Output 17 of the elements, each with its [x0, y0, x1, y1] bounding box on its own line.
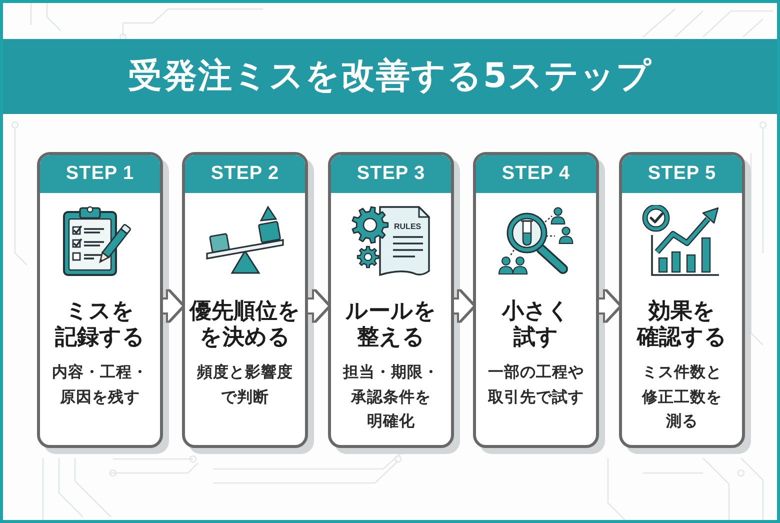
- step-header: STEP 4: [476, 155, 596, 193]
- step-header: STEP 1: [40, 155, 160, 193]
- step-title: 優先順位をを決める: [190, 299, 300, 351]
- step-description: 頻度と影響度で判断: [197, 362, 293, 408]
- step-description: ミス件数と修正工数を測る: [642, 362, 722, 432]
- step-header: STEP 5: [622, 155, 742, 193]
- diagram-title: 受発注ミスを改善する5ステップ: [128, 56, 652, 97]
- step-description: 担当・期限・承認条件を明確化: [343, 362, 439, 432]
- step-description: 一部の工程や取引先で試す: [488, 362, 584, 408]
- step-header: STEP 2: [185, 155, 305, 193]
- step-title: 効果を確認する: [637, 299, 727, 351]
- step-title: 小さく試す: [502, 299, 570, 351]
- step-header: STEP 3: [331, 155, 451, 193]
- step-description: 内容・工程・原因を残す: [52, 362, 148, 408]
- step-title: ルールを整える: [346, 299, 436, 351]
- step-title: ミスを記録する: [55, 299, 145, 351]
- document-heading: RULES: [394, 222, 422, 231]
